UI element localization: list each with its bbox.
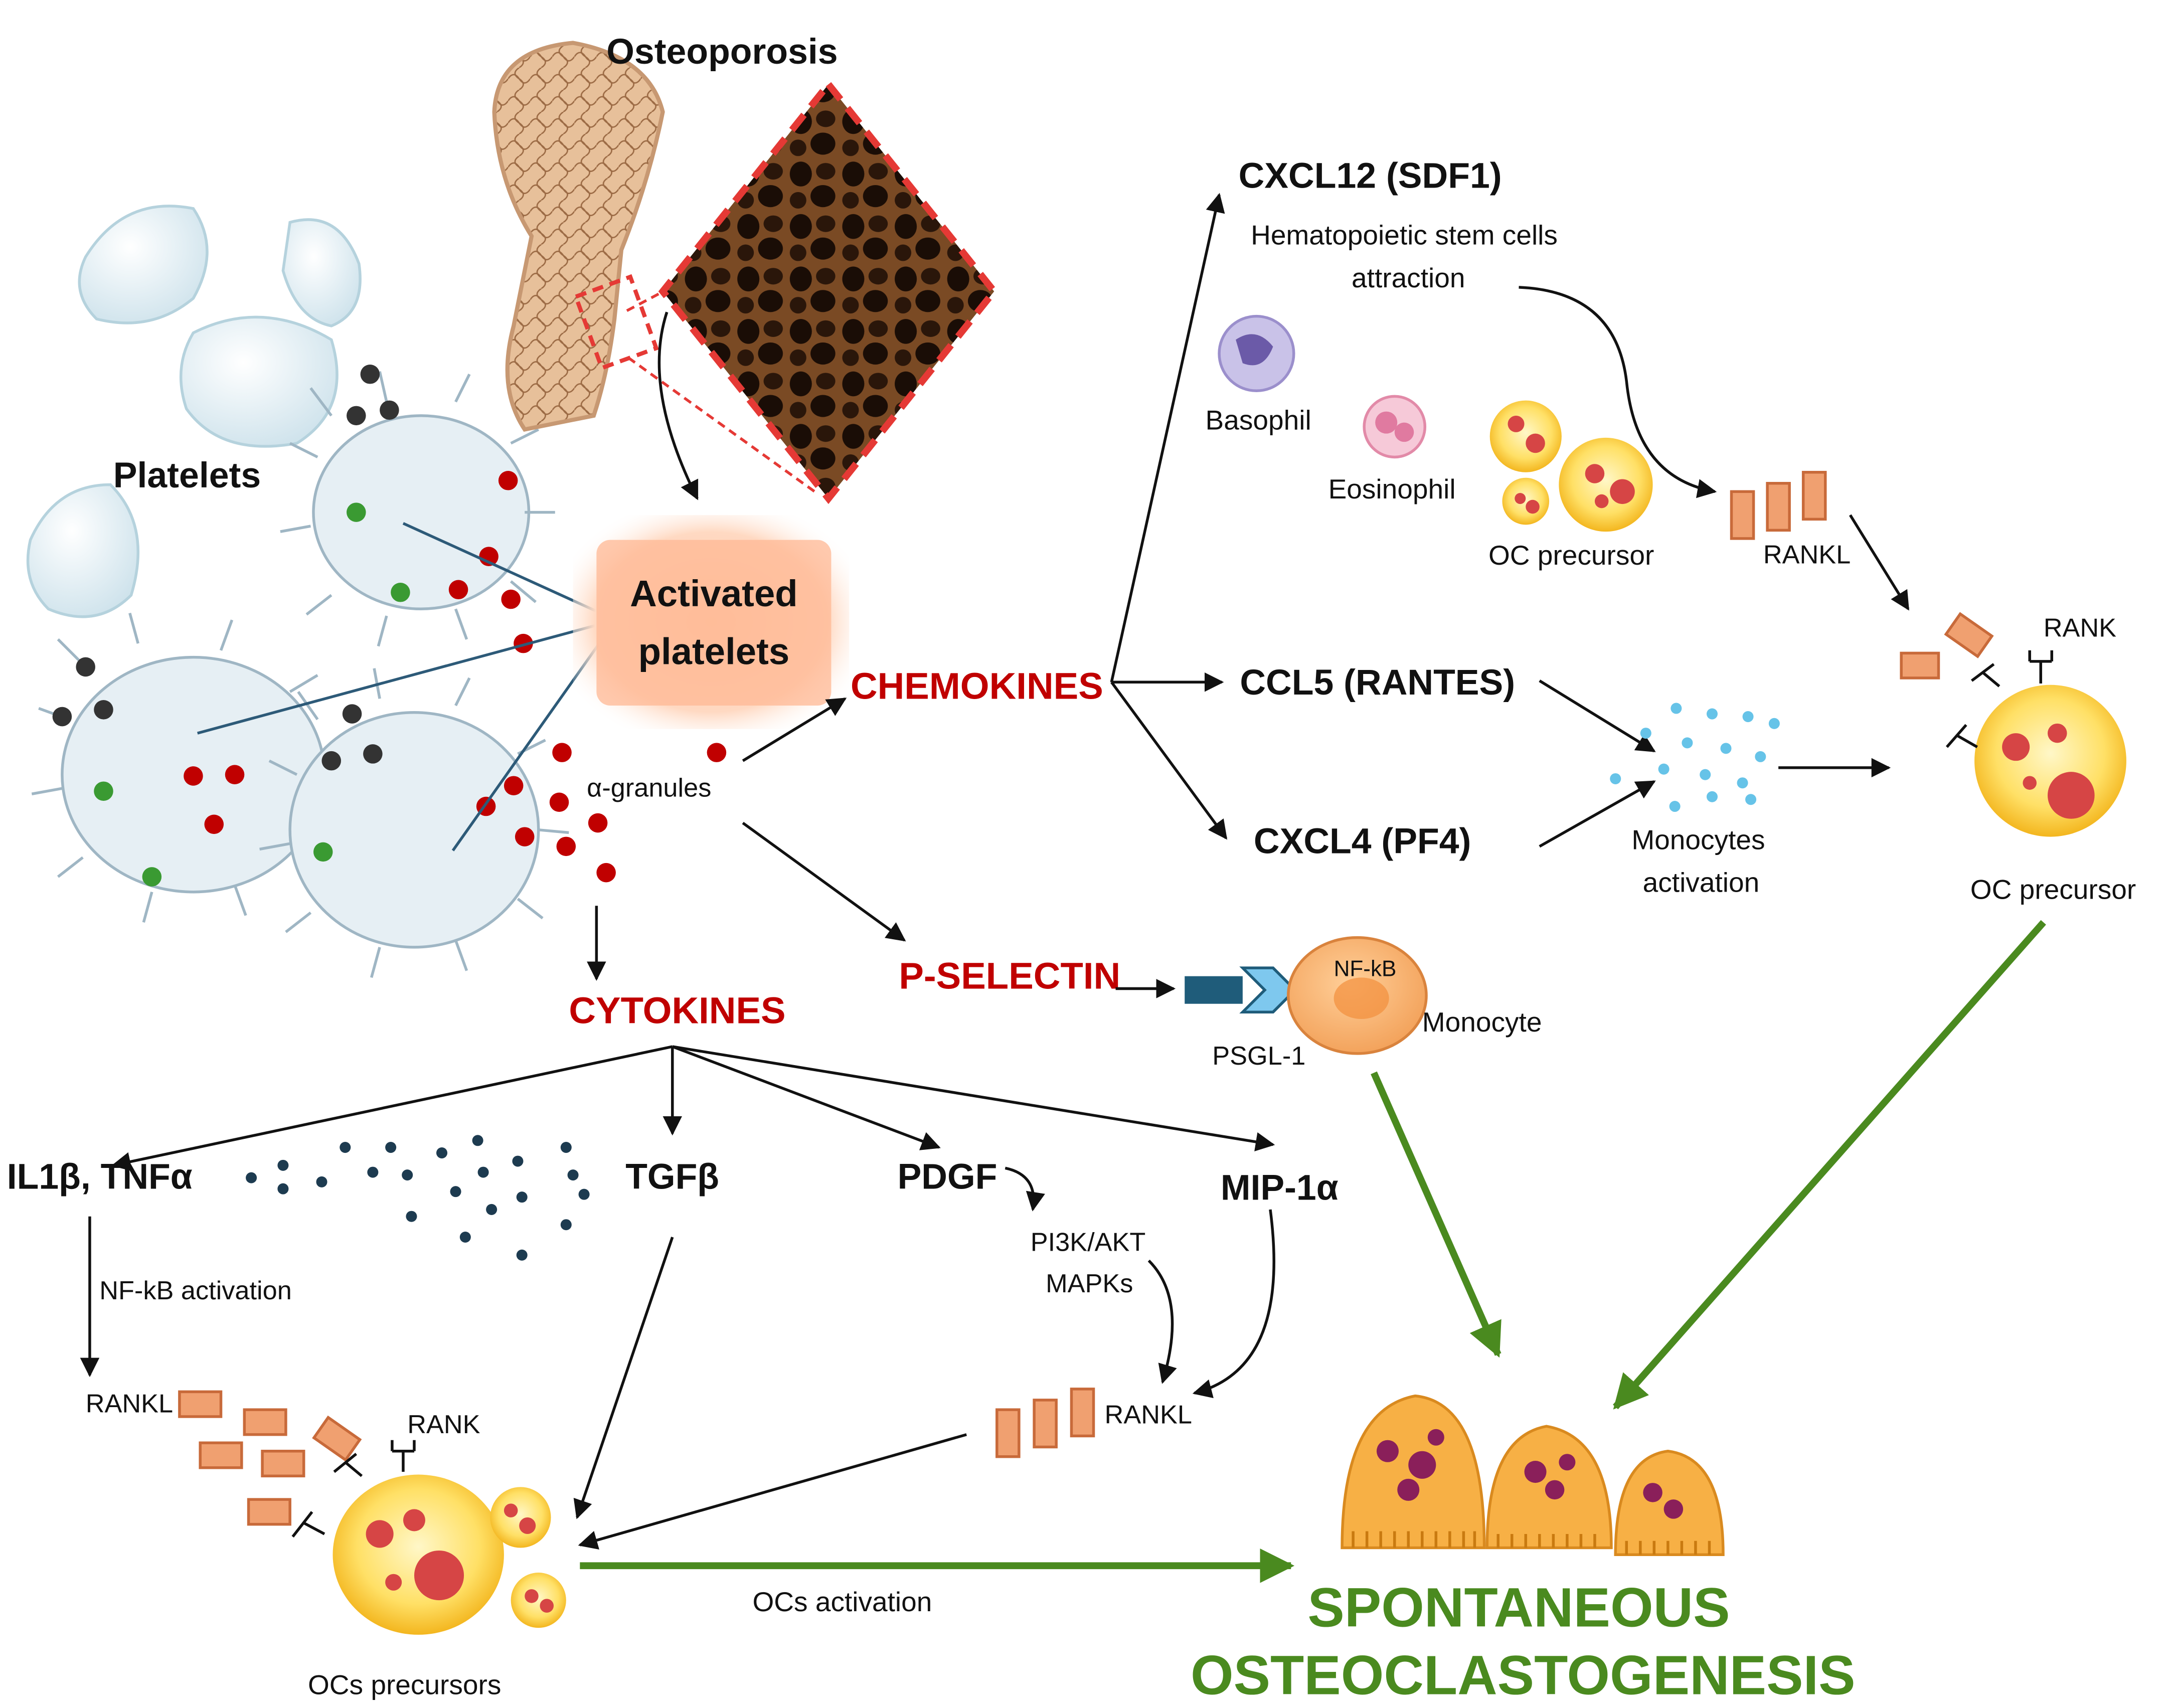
monocytes-activation-label-1: Monocytes: [1631, 824, 1765, 855]
activated-platelets-label-1: Activated: [630, 573, 798, 614]
oc-precursor-to-osteoclast-arrow: [1613, 920, 2046, 1410]
osteoporosis-label: Osteoporosis: [606, 32, 838, 72]
pdgf-arrow: [1005, 1166, 1045, 1212]
psgl1-label: PSGL-1: [1212, 1042, 1305, 1071]
oc-precursor-right-label: OC precursor: [1970, 874, 2136, 905]
rankl-left-label: RANKL: [86, 1390, 173, 1419]
mip1a-label: MIP-1α: [1221, 1168, 1339, 1208]
activated-platelets-label-2: platelets: [638, 630, 790, 672]
hsc-label-1: Hematopoietic stem cells: [1251, 219, 1558, 250]
rankl-top-label: RANKL: [1763, 540, 1851, 569]
rankl-mid-arrow: [578, 1433, 967, 1550]
rankl-mid-group: [995, 1388, 1095, 1458]
oc-precursor-cells-top: [1489, 400, 1653, 532]
osteoclastogenesis-label: OSTEOCLASTOGENESIS: [1191, 1644, 1856, 1706]
oc-precursor-top-label: OC precursor: [1488, 540, 1654, 571]
platelets-label: Platelets: [113, 455, 261, 495]
femur-bone: [492, 41, 815, 493]
spontaneous-label: SPONTANEOUS: [1307, 1577, 1730, 1638]
rankl-mid-label: RANKL: [1105, 1401, 1192, 1430]
cxcl4-label: CXCL4 (PF4): [1254, 821, 1471, 862]
cxcl12-label: CXCL12 (SDF1): [1239, 156, 1502, 196]
hsc-label-2: attraction: [1352, 262, 1465, 293]
cytokines-label: CYTOKINES: [569, 989, 785, 1031]
pi3k-label-2: MAPKs: [1046, 1269, 1133, 1298]
pdgf-label: PDGF: [898, 1157, 997, 1197]
tgfb-arrow: [573, 1237, 674, 1519]
monocyte-to-osteoclast-arrow: [1371, 1071, 1502, 1358]
rankl-left-group: [178, 1390, 362, 1526]
platelet-granules: [52, 364, 727, 887]
rank-top-label: RANK: [2044, 613, 2116, 642]
psgl1-receptor: [1185, 966, 1297, 1013]
porous-bone-inset: [658, 79, 999, 504]
monocyte-activation-dots: [1610, 703, 1780, 812]
chemokine-branch-arrows: [1110, 193, 1228, 840]
basophil-label: Basophil: [1206, 404, 1311, 435]
chemokines-label: CHEMOKINES: [851, 665, 1103, 707]
alpha-granules-label: α-granules: [587, 774, 711, 803]
monocyte-label: Monocyte: [1422, 1006, 1542, 1038]
nfkb-label: NF-kB: [1334, 957, 1397, 981]
arrow-to-p-selectin: [742, 821, 906, 942]
ccl5-label: CCL5 (RANTES): [1240, 662, 1515, 703]
ocs-activation-label: OCs activation: [752, 1586, 932, 1617]
pi3k-label-1: PI3K/AKT: [1031, 1228, 1146, 1257]
il1b-tnfa-label: IL1β, TNFα: [7, 1157, 193, 1197]
rank-left-label: RANK: [407, 1410, 480, 1439]
eosinophil-cell: [1363, 395, 1427, 459]
ocs-precursors-left: [291, 1440, 566, 1635]
tgfb-label: TGFβ: [625, 1157, 719, 1197]
oc-precursor-right: [1900, 612, 2126, 837]
resting-platelets: [26, 205, 362, 618]
bone-to-activated-arrow: [657, 311, 699, 500]
activated-platelets-cluster: [31, 371, 569, 978]
p-selectin-label: P-SELECTIN: [899, 955, 1120, 996]
hsc-to-rankl-arrow: [1519, 286, 1717, 498]
cytokine-branch-arrows: [111, 1045, 1275, 1171]
activated-platelets-box: Activated platelets: [573, 515, 850, 729]
ocs-precursors-label: OCs precursors: [308, 1669, 501, 1700]
pi3k-to-rankl-arrow: [1147, 1259, 1177, 1384]
monocyte-cell: [1286, 936, 1428, 1055]
osteoclasts-group: [1341, 1394, 1725, 1556]
cxcl4-arrow: [1539, 780, 1656, 848]
eosinophil-label: Eosinophil: [1328, 473, 1456, 504]
rankl-top-group: [1730, 470, 1827, 540]
cytokine-dots: [246, 1135, 590, 1261]
monocytes-activation-label-2: activation: [1643, 867, 1760, 898]
arrow-to-chemokines: [742, 697, 847, 762]
basophil-cell: [1218, 314, 1295, 393]
mip1a-arrow: [1192, 1209, 1275, 1399]
rankl-to-oc-arrow: [1849, 514, 1910, 611]
ccl5-arrow: [1539, 679, 1656, 753]
nfkb-activation-label: NF-kB activation: [99, 1276, 292, 1305]
